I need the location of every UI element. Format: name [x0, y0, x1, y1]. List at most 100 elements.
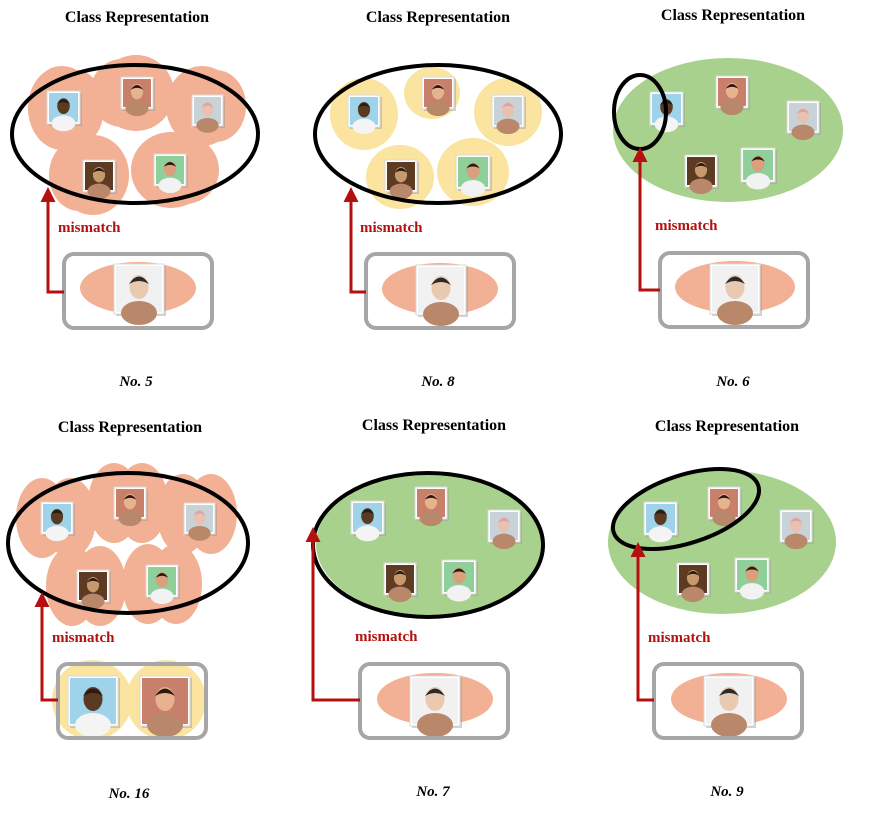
- panel-1-face-5: [153, 153, 188, 194]
- panel-6-face-2: [707, 486, 742, 527]
- panel-4-query-face-1-shoulders: [75, 713, 111, 737]
- panel-3-face-5-hair: [751, 156, 765, 162]
- panel-6-title: Class Representation: [655, 418, 799, 435]
- panel-3-face-3-hair: [796, 109, 810, 114]
- panel-4-face-3-hair: [193, 510, 206, 516]
- panel-3-face-5-shoulders: [745, 173, 771, 190]
- panel-5-mismatch-arrow: [305, 527, 360, 702]
- panel-4-class-outline: [6, 471, 250, 615]
- panel-4-query-face-1-hair: [83, 688, 103, 696]
- panel-1-face-1-shoulders: [51, 115, 76, 132]
- panel-2-class-outline: [313, 63, 563, 205]
- panel-4-caption: No. 16: [108, 786, 150, 802]
- panel-4-face-2: [113, 486, 148, 527]
- panel-4-face-1-shoulders: [45, 525, 69, 542]
- panel-6-highlight-outline: [610, 467, 762, 551]
- panel-1-title: Class Representation: [65, 9, 209, 26]
- panel-3-query-face: [709, 263, 762, 325]
- panel-2-face-4-hair: [394, 168, 408, 173]
- panel-1-class-outline: [10, 63, 260, 205]
- panel-1-face-1-hair: [56, 99, 71, 105]
- panel-2-face-4-shoulders: [389, 183, 413, 200]
- panel-4-face-1: [40, 501, 75, 542]
- panel-1-query-face: [113, 263, 166, 325]
- panel-1-face-1: [46, 90, 82, 132]
- panel-2-query-face: [415, 264, 468, 326]
- panel-2-face-3: [491, 94, 526, 135]
- panel-3-face-4-shoulders: [689, 178, 713, 195]
- panel-6-query-face-hair: [719, 688, 739, 696]
- panel-6-face-2-hair: [717, 495, 731, 500]
- panel-2-face-3-shoulders: [496, 118, 520, 135]
- panel-6-face-3: [779, 509, 814, 550]
- panel-1-face-2: [120, 76, 155, 117]
- panel-6-face-4-hair: [686, 571, 700, 576]
- panel-6-face-3-hair: [789, 518, 803, 523]
- panel-4-face-4-hair: [86, 578, 100, 583]
- panel-3-face-2: [715, 75, 750, 116]
- panel-6-mismatch-arrow: [630, 542, 654, 702]
- panel-3-caption: No. 6: [715, 374, 750, 390]
- panel-2-face-2-shoulders: [426, 100, 450, 117]
- panel-2-face-2: [421, 76, 456, 117]
- panel-2-title: Class Representation: [366, 9, 510, 26]
- panel-3-face-4: [684, 154, 719, 195]
- panel-5-face-2-hair: [424, 495, 438, 500]
- panel-4-face-2-hair: [123, 495, 137, 500]
- panel-6-face-3-shoulders: [784, 533, 808, 550]
- panel-4-mismatch-label: mismatch: [52, 630, 115, 646]
- panel-5-face-4-hair: [393, 571, 407, 576]
- panel-2-face-1-shoulders: [352, 118, 376, 135]
- panel-1-face-2-shoulders: [125, 100, 149, 117]
- panel-5-query-face: [409, 675, 462, 737]
- panel-6-face-5-shoulders: [739, 583, 765, 600]
- panel-6-face-4-shoulders: [681, 586, 705, 603]
- panel-2-query-face-hair: [431, 277, 451, 285]
- panel-5-caption: No. 7: [415, 784, 450, 800]
- panel-4-face-4: [76, 569, 111, 610]
- panel-4-mismatch-arrow: [34, 592, 58, 702]
- panel-5-query-face-hair: [425, 688, 445, 696]
- panel-5-face-4-shoulders: [388, 586, 412, 603]
- panel-4-face-1-hair: [50, 510, 64, 515]
- panel-6-face-1: [643, 501, 679, 543]
- panel-4-face-5-shoulders: [150, 588, 174, 605]
- panel-4-face-5: [145, 564, 180, 605]
- panel-3-title: Class Representation: [661, 7, 805, 24]
- panel-2-query-face-shoulders: [423, 302, 459, 326]
- panel-5-face-5: [441, 559, 478, 602]
- panel-4-query-face-2: [139, 675, 192, 737]
- panel-6-face-5-hair: [745, 566, 759, 572]
- panel-5-mismatch-label: mismatch: [355, 629, 418, 645]
- panel-5-query-face-shoulders: [417, 713, 453, 737]
- panel-5-title: Class Representation: [362, 417, 506, 434]
- panel-3-mismatch-label: mismatch: [655, 218, 718, 234]
- panel-1-query-face-hair: [129, 276, 149, 284]
- panel-2-mismatch-label: mismatch: [360, 220, 423, 236]
- panel-1-face-3-hair: [201, 102, 214, 108]
- panel-4-query-face-2-shoulders: [147, 713, 183, 737]
- panel-5-face-1-hair: [360, 509, 375, 515]
- panel-2-face-4: [384, 159, 419, 200]
- panel-3-face-4-hair: [694, 163, 708, 168]
- panel-3-mismatch-arrow: [632, 147, 660, 292]
- panel-5-face-4: [383, 562, 418, 603]
- panel-6-query-face: [703, 675, 756, 737]
- panel-4-face-3: [183, 502, 217, 541]
- panel-6-caption: No. 9: [709, 784, 744, 800]
- panel-3-query-face-hair: [725, 276, 745, 284]
- panel-2-face-5-hair: [466, 163, 480, 169]
- panel-4-face-4-shoulders: [81, 593, 105, 610]
- panel-4-face-2-shoulders: [118, 510, 142, 527]
- panel-1-face-4-shoulders: [87, 183, 111, 200]
- panel-6-face-5: [734, 557, 771, 600]
- panel-5-face-1-shoulders: [355, 525, 380, 542]
- panel-3-query-face-shoulders: [717, 301, 753, 325]
- panel-5-face-2: [414, 486, 449, 527]
- panel-4-face-3-shoulders: [188, 525, 211, 541]
- panel-1-query-face-shoulders: [121, 301, 157, 325]
- panel-2-face-1-hair: [357, 103, 371, 108]
- panel-5-face-5-hair: [452, 568, 466, 574]
- panel-3-face-5: [740, 147, 777, 190]
- panel-5-face-1: [350, 500, 386, 542]
